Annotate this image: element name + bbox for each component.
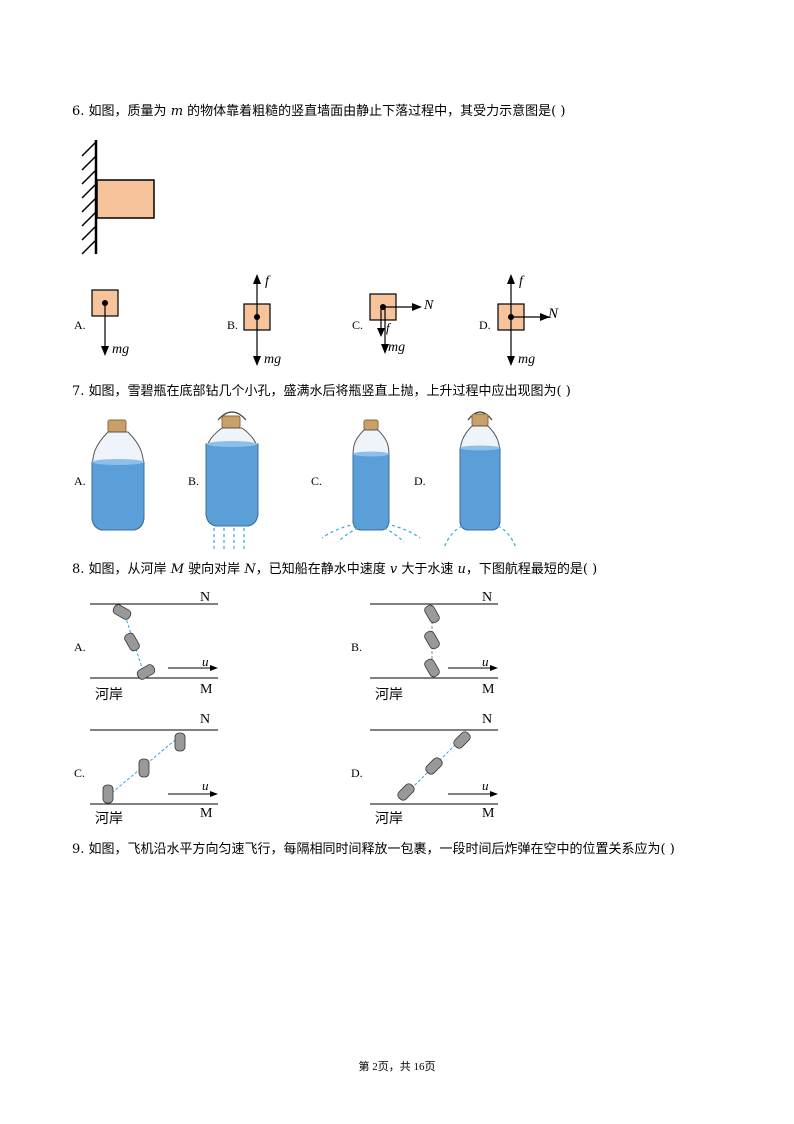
bank-label-n: N <box>200 712 211 727</box>
question-8-stem: 8. 如图，从河岸 M 驶向对岸 N，已知船在静水中速度 v 大于水速 u，下图… <box>72 562 597 578</box>
option-a-label: A. <box>74 640 86 654</box>
bank-label-n: N <box>482 712 493 727</box>
bottle-b-diagram <box>205 411 259 550</box>
bank-text: 河岸 <box>375 688 403 703</box>
option-a-diagram <box>91 289 119 356</box>
stem-text: ，已知船在静水中速度 <box>255 562 386 577</box>
page-footer: 第 2页，共 16页 <box>358 1061 436 1073</box>
question-number: 7. <box>72 384 85 399</box>
river-b-diagram <box>370 603 498 679</box>
option-b-label: B. <box>188 474 200 488</box>
option-d-label: D. <box>351 766 363 780</box>
flow-label-u: u <box>202 654 209 669</box>
question-number: 9. <box>72 842 85 857</box>
bank-label-m: M <box>482 682 495 697</box>
option-c-label: C. <box>74 766 86 780</box>
option-c-label: C. <box>311 474 323 488</box>
force-label-f: f <box>519 274 523 289</box>
option-d-label: D. <box>414 474 426 488</box>
bottle-a-diagram <box>91 419 145 531</box>
stem-text: 如图，质量为 <box>88 104 167 119</box>
force-label-mg: mg <box>388 340 406 355</box>
option-d-diagram <box>497 274 550 366</box>
flow-label-u: u <box>482 654 489 669</box>
question-number: 6. <box>72 104 85 119</box>
water-streams <box>443 525 517 549</box>
flow-label-u: u <box>202 778 209 793</box>
boats <box>424 604 440 678</box>
river-c-diagram <box>90 729 218 805</box>
option-c-diagram <box>369 293 422 354</box>
bank-label-m: M <box>200 806 213 821</box>
question-6-stem: 6. 如图，质量为 m 的物体靠着粗糙的竖直墙面由静止下落过程中，其受力示意图是… <box>72 104 565 120</box>
bank-text: 河岸 <box>375 812 403 827</box>
force-label-mg: mg <box>518 352 536 367</box>
block <box>96 179 155 219</box>
river-a-diagram <box>90 603 218 680</box>
boats <box>112 604 156 680</box>
option-a-label: A. <box>74 474 86 488</box>
force-label-mg: mg <box>112 342 130 357</box>
variable-u: u <box>457 562 466 577</box>
variable-m: M <box>170 562 185 577</box>
boats <box>397 731 471 801</box>
force-label-n: N <box>548 306 559 322</box>
force-label-n: N <box>424 298 434 313</box>
stem-text: 如图，雪碧瓶在底部钻几个小孔，盛满水后将瓶竖直上抛，上升过程中应出现图为( ) <box>88 384 571 399</box>
stem-text: 大于水速 <box>401 562 454 577</box>
question-7-stem: 7. 如图，雪碧瓶在底部钻几个小孔，盛满水后将瓶竖直上抛，上升过程中应出现图为(… <box>72 384 571 400</box>
boats <box>102 732 186 804</box>
flow-label-u: u <box>482 778 489 793</box>
question-9-stem: 9. 如图，飞机沿水平方向匀速飞行，每隔相同时间释放一包裹，一段时间后炸弹在空中… <box>72 842 675 858</box>
force-label-mg: mg <box>264 352 282 367</box>
bank-label-m: M <box>200 682 213 697</box>
water-streams <box>321 523 421 543</box>
stem-text: 如图，飞机沿水平方向匀速飞行，每隔相同时间释放一包裹，一段时间后炸弹在空中的位置… <box>88 842 675 857</box>
force-label-f: f <box>265 274 269 289</box>
question-number: 8. <box>72 562 85 577</box>
option-b-label: B. <box>351 640 363 654</box>
bank-text: 河岸 <box>95 812 123 827</box>
stem-text: 如图，从河岸 <box>88 562 167 577</box>
bank-label-n: N <box>482 590 493 605</box>
option-b-diagram <box>243 274 271 366</box>
option-b-label: B. <box>227 318 239 332</box>
option-a-label: A. <box>74 318 86 332</box>
water-streams <box>213 528 245 550</box>
variable-m: m <box>170 104 184 119</box>
wall-hatching <box>81 141 97 255</box>
wall-block-figure <box>81 140 155 255</box>
force-label-f: f <box>386 320 390 335</box>
stem-text: ，下图航程最短的是( ) <box>465 562 598 577</box>
river-d-diagram <box>370 729 498 805</box>
bank-label-m: M <box>482 806 495 821</box>
bottle-c-diagram <box>321 419 421 543</box>
option-c-label: C. <box>352 318 364 332</box>
variable-n: N <box>244 562 256 577</box>
bank-label-n: N <box>200 590 211 605</box>
stem-text: 的物体靠着粗糙的竖直墙面由静止下落过程中，其受力示意图是( ) <box>187 104 566 119</box>
option-d-label: D. <box>479 318 491 332</box>
variable-v: v <box>389 562 398 577</box>
stem-text: 驶向对岸 <box>188 562 241 577</box>
bottle-d-diagram <box>443 411 517 549</box>
bank-text: 河岸 <box>95 688 123 703</box>
